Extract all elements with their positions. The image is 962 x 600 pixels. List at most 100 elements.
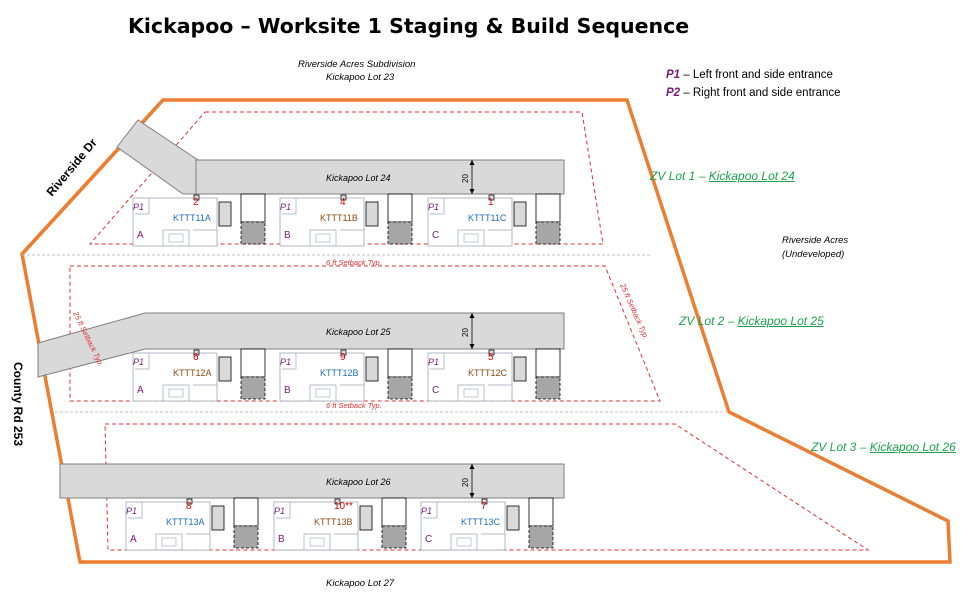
- parking-pad: [233, 525, 259, 549]
- riverside-dr-road: [116, 119, 199, 195]
- unit-shed: [513, 356, 527, 382]
- build-sequence-number: 5: [488, 352, 494, 363]
- top-note-line2: Kickapoo Lot 23: [326, 72, 395, 83]
- bottom-note: Kickapoo Lot 27: [326, 578, 395, 589]
- dimension-arrow-up: [469, 160, 475, 165]
- zv-lot-3-link[interactable]: Kickapoo Lot 26: [869, 440, 956, 454]
- entrance-marker: [193, 194, 200, 201]
- legend-p1-text: – Left front and side entrance: [680, 69, 833, 81]
- setback-lot-26: [104, 423, 870, 551]
- unit-wall: [457, 229, 485, 246]
- unit-fixture: [161, 537, 177, 547]
- unit-wall: [135, 353, 150, 370]
- legend-p1-key: P1: [666, 69, 681, 81]
- driveway: [528, 497, 554, 527]
- build-sequence-number: 9: [340, 352, 346, 363]
- unit-wall: [457, 384, 485, 401]
- unit-wall: [430, 353, 445, 370]
- dimension-arrow-down: [469, 344, 475, 349]
- unit-id: KTTT13B: [314, 517, 353, 527]
- unit-shed: [211, 505, 225, 531]
- parking-pad: [387, 221, 413, 245]
- setback-label-6ft-1: 6 ft Setback Typ.: [326, 258, 382, 267]
- entrance-marker: [488, 194, 495, 201]
- dimension-arrow-up: [469, 313, 475, 318]
- unit-KTTT11C[interactable]: P1C KTTT11C 1: [427, 193, 561, 247]
- top-note-line1: Riverside Acres Subdivision: [298, 59, 416, 70]
- build-sequence-number: 4: [340, 197, 346, 208]
- build-sequence-number: 10**: [334, 501, 353, 512]
- zv-lot-2-link[interactable]: Kickapoo Lot 25: [737, 314, 824, 328]
- unit-letter: A: [137, 385, 144, 396]
- legend-p1: P1 – Left front and side entrance: [666, 69, 833, 81]
- driveway: [240, 348, 266, 378]
- unit-letter: B: [284, 385, 291, 396]
- parking-pad: [535, 221, 561, 245]
- road-lot-24: [195, 159, 565, 195]
- unit-wall: [162, 229, 190, 246]
- unit-entrance-type: P1: [428, 202, 439, 212]
- zv-lot-2-prefix: ZV Lot 2 –: [679, 314, 738, 328]
- unit-footprint: [125, 501, 211, 551]
- parking-pad: [240, 221, 266, 245]
- unit-shed: [359, 505, 373, 531]
- unit-letter: C: [432, 385, 439, 396]
- build-sequence-number: 1: [488, 197, 494, 208]
- unit-entrance-type: P1: [274, 506, 285, 516]
- dimension-label: 20: [461, 328, 470, 337]
- entrance-marker: [193, 349, 200, 356]
- unit-entrance-type: P1: [133, 357, 144, 367]
- driveway: [240, 193, 266, 223]
- unit-fixture: [309, 537, 325, 547]
- setback-label-25ft-right: 25 ft Setback Typ.: [618, 281, 651, 340]
- road-lot-26: [59, 463, 565, 499]
- entrance-marker: [340, 194, 347, 201]
- unit-letter: B: [284, 230, 291, 241]
- build-sequence-number: 8: [186, 501, 192, 512]
- unit-wall: [423, 502, 438, 519]
- unit-id: KTTT13C: [461, 517, 501, 527]
- unit-entrance-type: P1: [280, 357, 291, 367]
- driveway: [535, 193, 561, 223]
- entrance-marker: [340, 349, 347, 356]
- zv-lot-1-link[interactable]: Kickapoo Lot 24: [708, 169, 795, 183]
- zv-lot-3: ZV Lot 3 – Kickapoo Lot 26: [811, 440, 956, 454]
- dimension-label: 20: [461, 174, 470, 183]
- unit-id: KTTT12C: [468, 368, 508, 378]
- legend-p2: P2 – Right front and side entrance: [666, 87, 841, 99]
- unit-footprint: [279, 197, 365, 247]
- unit-footprint: [132, 352, 218, 402]
- unit-fixture: [168, 388, 184, 398]
- unit-shed: [218, 201, 232, 227]
- unit-id: KTTT11C: [468, 213, 507, 223]
- unit-shed: [365, 201, 379, 227]
- unit-wall: [430, 198, 445, 215]
- setback-label-6ft-2: 6 ft Setback Typ.: [326, 401, 382, 410]
- unit-letter: C: [432, 230, 439, 241]
- property-boundary: [20, 98, 952, 564]
- unit-id: KTTT11B: [320, 213, 358, 223]
- unit-entrance-type: P1: [126, 506, 137, 516]
- setback-lot-25: [69, 265, 661, 402]
- unit-entrance-type: P1: [133, 202, 144, 212]
- unit-wall: [282, 198, 297, 215]
- unit-fixture: [456, 537, 472, 547]
- zv-lot-2: ZV Lot 2 – Kickapoo Lot 25: [679, 314, 824, 328]
- unit-id: KTTT13A: [166, 517, 205, 527]
- unit-fixture: [315, 233, 331, 243]
- unit-footprint: [279, 352, 365, 402]
- unit-fixture: [168, 233, 184, 243]
- parking-pad: [528, 525, 554, 549]
- entrance-marker: [186, 498, 193, 505]
